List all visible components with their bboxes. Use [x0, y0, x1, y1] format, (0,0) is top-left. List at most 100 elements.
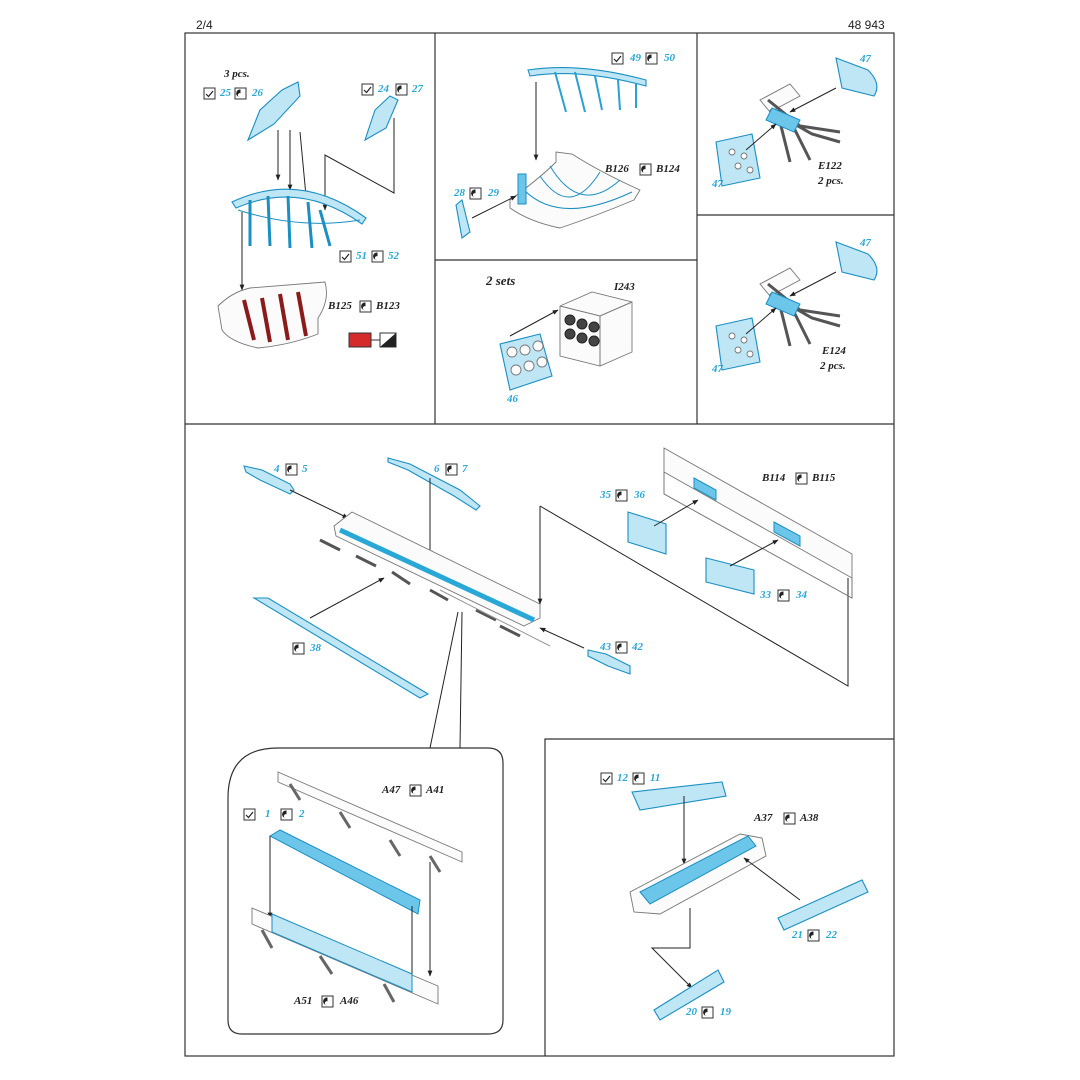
flip-part-icon	[645, 52, 658, 65]
ref-B123: B123	[375, 300, 400, 312]
flip-part-icon	[371, 250, 384, 263]
part-11: 11	[650, 772, 660, 784]
part-42: 42	[631, 641, 644, 653]
flip-part-icon	[615, 489, 628, 502]
pe-strip-1	[268, 829, 421, 915]
part-27: 27	[411, 83, 424, 95]
ref-A38: A38	[799, 812, 819, 824]
console-strip-12	[631, 781, 727, 811]
part-2: 2	[298, 808, 305, 820]
flip-part-icon	[234, 87, 247, 100]
part-52: 52	[388, 250, 400, 262]
ref-B115: B115	[811, 472, 836, 484]
sill-strip-6	[387, 457, 481, 511]
back-frame-part	[527, 67, 647, 87]
flip-part-icon	[469, 187, 482, 200]
ref-E122: E122	[817, 160, 842, 172]
part-51: 51	[356, 250, 367, 262]
part-7: 7	[462, 463, 468, 475]
ref-A37: A37	[753, 812, 773, 824]
panel-detail-inset: A47 A41 1 2 A51 A46	[243, 771, 463, 1008]
pedal-plate	[835, 241, 878, 281]
bracket-part-28	[455, 199, 471, 239]
part-35: 35	[599, 489, 612, 501]
qty-label: 3 pcs.	[223, 68, 250, 80]
flip-part-icon	[280, 808, 293, 821]
sill-strip-43	[587, 649, 631, 675]
flip-part-icon	[285, 463, 298, 476]
panel-console: 12 11 A37 A38 21 22 20 19	[600, 772, 869, 1021]
check-box-icon	[611, 52, 624, 65]
check-box-icon	[361, 83, 374, 96]
part-34: 34	[795, 589, 808, 601]
part-49: 49	[629, 52, 642, 64]
ref-B114: B114	[761, 472, 786, 484]
console-strip-20	[653, 969, 725, 1021]
bracket-part	[517, 173, 527, 205]
flip-part-icon	[409, 784, 422, 797]
ref-A47: A47	[381, 784, 401, 796]
check-box-icon	[243, 808, 256, 821]
ref-B124: B124	[655, 163, 680, 175]
part-1: 1	[265, 808, 271, 820]
small-bracket	[364, 95, 399, 142]
flip-part-icon	[292, 642, 305, 655]
sets-label: 2 sets	[485, 273, 515, 288]
part-50: 50	[664, 52, 676, 64]
flip-part-icon	[777, 589, 790, 602]
flip-part-icon	[639, 163, 652, 176]
ref-A51: A51	[293, 995, 312, 1007]
back-rest-base	[509, 151, 641, 229]
ref-E124: E124	[821, 345, 846, 357]
seat-base	[217, 281, 327, 349]
flip-part-icon	[632, 772, 645, 785]
part-12: 12	[617, 772, 629, 784]
flip-part-icon	[807, 929, 820, 942]
ref-A41: A41	[425, 784, 444, 796]
panel-frames	[184, 32, 895, 1057]
console-strip-21	[777, 879, 869, 931]
part-25: 25	[219, 87, 232, 99]
ref-I243: I243	[613, 281, 635, 293]
part-46: 46	[506, 393, 519, 405]
upper-sill	[277, 771, 463, 863]
panel-cockpit-sill: 4 5 6 7 38 43 42 B114 B115	[243, 447, 853, 699]
product-code: 48 943	[848, 18, 885, 32]
part-33: 33	[759, 589, 772, 601]
part-38: 38	[309, 642, 322, 654]
panel-33	[705, 557, 755, 595]
small-bracket	[246, 81, 301, 142]
flip-part-icon	[359, 300, 372, 313]
part-43: 43	[599, 641, 612, 653]
flip-part-icon	[395, 83, 408, 96]
part-5: 5	[302, 463, 308, 475]
part-36: 36	[633, 489, 646, 501]
part-24: 24	[377, 83, 390, 95]
qty-label: 2 pcs.	[817, 175, 844, 187]
part-21: 21	[791, 929, 803, 941]
flip-part-icon	[795, 472, 808, 485]
ref-A46: A46	[339, 995, 359, 1007]
panel-back-rest: 49 50 B126 B124 28 29	[453, 52, 680, 239]
check-box-icon	[203, 87, 216, 100]
long-strip-38	[252, 597, 430, 699]
seat-frame-part	[231, 188, 367, 225]
flip-part-icon	[321, 995, 334, 1008]
part-20: 20	[685, 1006, 698, 1018]
part-6: 6	[434, 463, 440, 475]
part-47b: 47	[711, 178, 724, 190]
pedal-plate	[835, 57, 878, 97]
part-4: 4	[273, 463, 280, 475]
flip-part-icon	[615, 641, 628, 654]
ref-B126: B126	[604, 163, 629, 175]
ref-B125: B125	[327, 300, 352, 312]
panel-instrument-I243: 2 sets I243 46	[485, 273, 635, 405]
panel-35	[627, 511, 667, 555]
part-47: 47	[859, 237, 872, 249]
flip-part-icon	[701, 1006, 714, 1019]
part-28: 28	[453, 187, 466, 199]
part-47b: 47	[711, 363, 724, 375]
paint-swatch-icon	[348, 332, 372, 348]
check-box-icon	[600, 772, 613, 785]
